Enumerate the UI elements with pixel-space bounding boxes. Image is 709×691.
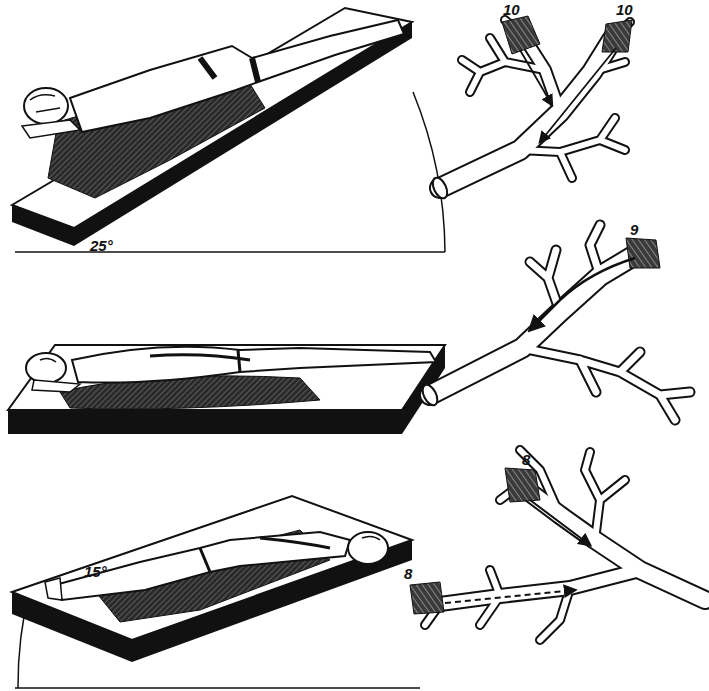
angle-label: 25° — [90, 238, 113, 253]
angle-label: 15° — [84, 564, 107, 579]
callout-number: 9 — [630, 222, 638, 237]
callout-number: 10 — [503, 2, 520, 17]
callout-number: 8 — [522, 452, 530, 467]
callout-number: 8 — [404, 566, 412, 581]
callout-number: 10 — [616, 2, 633, 17]
